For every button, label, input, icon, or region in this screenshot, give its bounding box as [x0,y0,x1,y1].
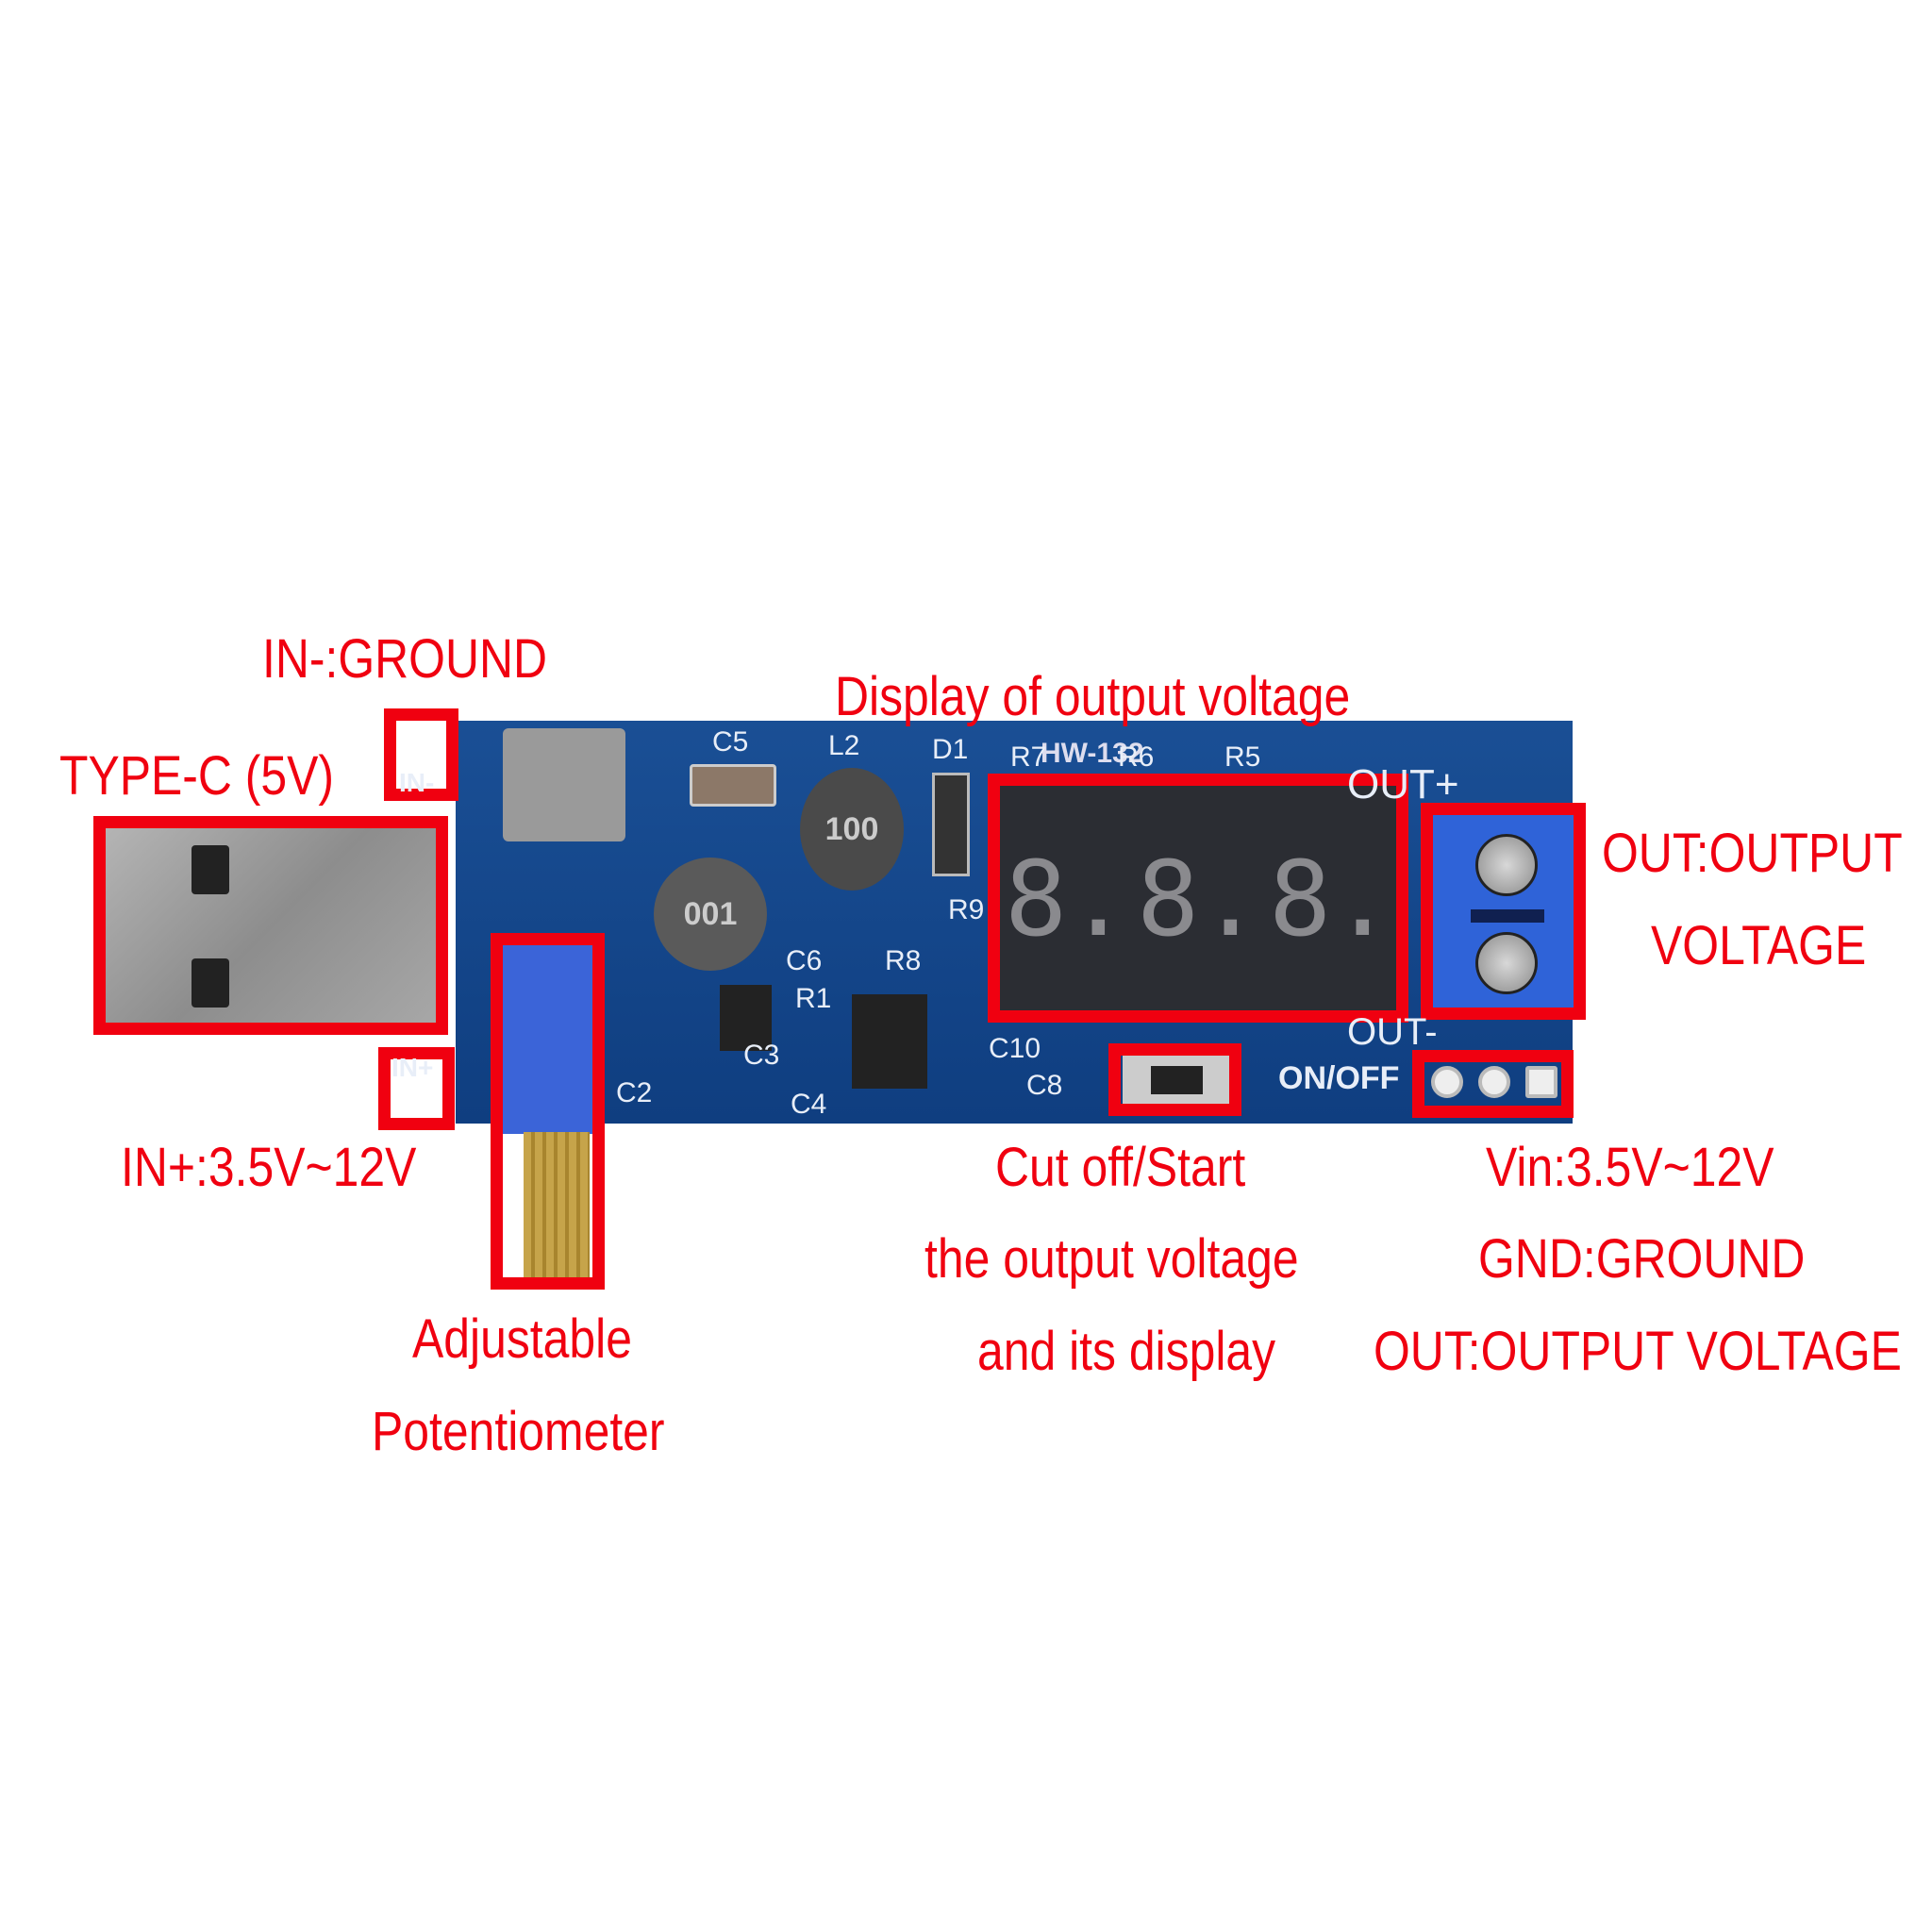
silk-c4: C4 [791,1089,827,1120]
silk-r7: R7 [1010,741,1047,773]
label-in-minus: IN-:GROUND [262,628,548,690]
silk-c6: C6 [786,945,823,976]
silk-r9: R9 [948,894,985,925]
highlight-terminal [1421,803,1586,1020]
silk-c3: C3 [743,1040,780,1071]
inductor-main: 001 [654,858,767,971]
pin-vin [1431,1066,1463,1098]
capacitor-c5 [690,764,776,807]
silk-c10: C10 [989,1033,1041,1064]
label-pot-1: Adjustable [412,1308,632,1370]
diode-d1 [932,773,970,876]
inductor-l2: 100 [800,768,904,891]
label-in-plus: IN+:3.5V~12V [121,1137,417,1198]
label-switch-1: Cut off/Start [995,1137,1246,1198]
silk-r5: R5 [1224,741,1261,773]
micro-usb-port [503,728,625,841]
label-out-1: OUT:OUTPUT [1602,823,1903,884]
label-pot-2: Potentiometer [372,1401,665,1462]
button-cap [1151,1066,1203,1094]
silk-r6: R6 [1118,741,1155,773]
display-digit: 8. [1269,839,1394,959]
pin-out [1525,1066,1557,1098]
highlight-usb [93,816,448,1035]
usb-plug [102,826,440,1026]
label-pins-2: GND:GROUND [1478,1228,1806,1290]
silk-in-minus: IN- [399,768,435,797]
display-digit: 8. [1137,839,1262,959]
on-off-button[interactable] [1123,1055,1231,1108]
silk-c2: C2 [616,1077,653,1108]
potentiometer[interactable] [503,945,592,1134]
pin-gnd [1478,1066,1510,1098]
silk-l2: L2 [828,730,860,761]
highlight-pins [1412,1050,1574,1118]
highlight-display [988,774,1408,1023]
silk-c5: C5 [712,726,749,758]
label-out-2: VOLTAGE [1651,915,1867,976]
label-pins-1: Vin:3.5V~12V [1486,1137,1774,1198]
silk-r1: R1 [795,983,832,1014]
regulator [852,994,927,1089]
model-label: HW-132 [1041,738,1144,769]
silk-r8: R8 [885,945,922,976]
label-switch-3: and its display [977,1321,1276,1382]
highlight-button [1108,1043,1241,1116]
silk-in-plus: IN+ [391,1053,434,1082]
potentiometer-shaft[interactable] [524,1132,590,1278]
usb-slot [192,958,229,1008]
screw-icon [1475,932,1538,994]
silk-out-minus: OUT- [1347,1011,1438,1053]
highlight-in-plus [378,1047,455,1130]
silk-c8: C8 [1026,1070,1063,1101]
terminal-divider [1471,909,1544,923]
label-display: Display of output voltage [835,666,1351,727]
label-pins-3: OUT:OUTPUT VOLTAGE [1374,1321,1902,1382]
highlight-potentiometer [491,933,605,1290]
highlight-in-minus [384,708,458,801]
ic-chip [720,985,772,1051]
label-type-c: TYPE-C (5V) [59,745,335,807]
label-switch-2: the output voltage [924,1228,1299,1290]
silk-out-plus: OUT+ [1347,761,1459,808]
usb-slot [192,845,229,894]
screw-icon [1475,834,1538,896]
display-digit: 8. [1005,839,1130,959]
silk-d1: D1 [932,734,969,765]
seven-segment-display: 8. 8. 8. [1000,786,1396,1010]
silk-on-off: ON/OFF [1278,1060,1400,1096]
screw-terminal [1433,815,1574,1008]
